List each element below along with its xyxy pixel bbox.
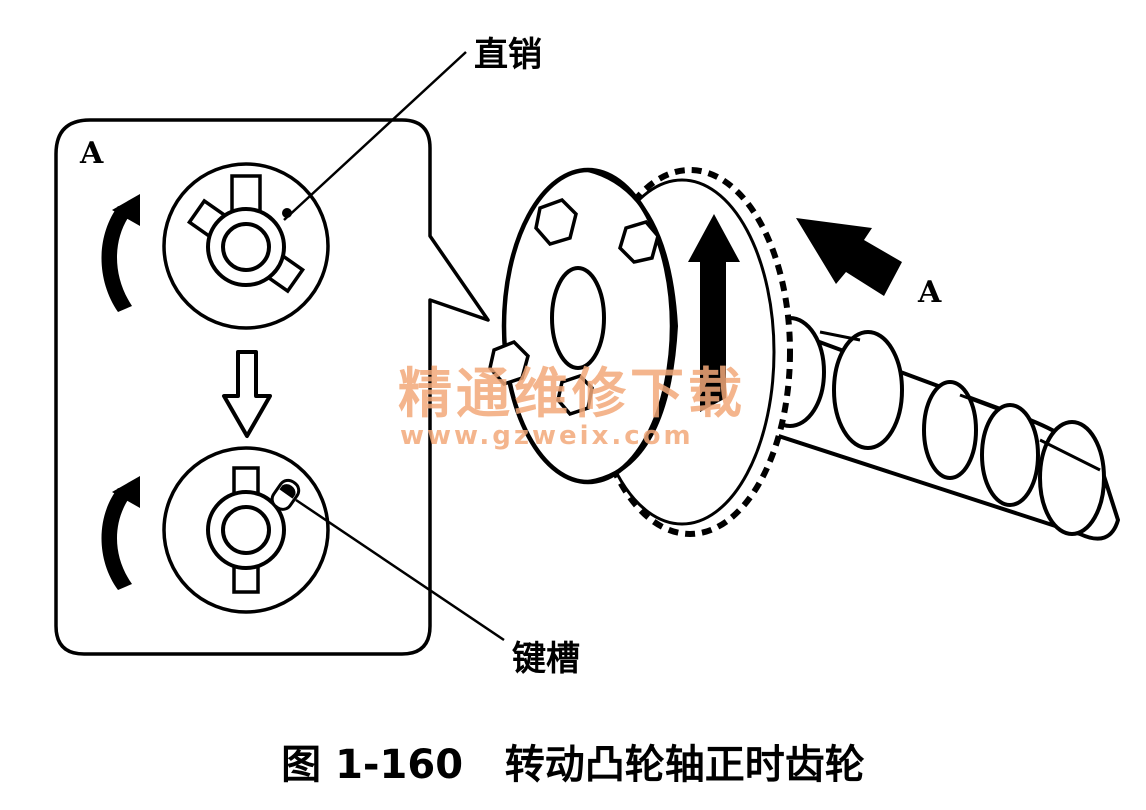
watermark: 精通维修下载 www.gzweix.com: [398, 362, 746, 451]
panel-label-a: A: [79, 136, 104, 171]
rotate-arrow-top-icon: [101, 194, 140, 312]
arrow-label-a: A: [917, 275, 942, 310]
leader-straight-pin: [283, 51, 467, 221]
rotate-arrow-bottom-icon: [101, 476, 140, 590]
camshaft-assembly: [488, 167, 1120, 541]
label-keyway: 键槽: [512, 639, 580, 679]
svg-text:精通维修下载: 精通维修下载: [398, 362, 746, 425]
figure-caption: 图 1-160 转动凸轮轴正时齿轮: [281, 742, 865, 788]
svg-text:www.gzweix.com: www.gzweix.com: [400, 421, 694, 451]
down-arrow-icon: [222, 350, 272, 438]
leader-keyway: [295, 498, 505, 642]
disc-top: [162, 162, 330, 330]
label-straight-pin: 直销: [474, 35, 542, 75]
disc-bottom: [162, 446, 330, 614]
view-a-arrow-icon: [796, 218, 902, 296]
